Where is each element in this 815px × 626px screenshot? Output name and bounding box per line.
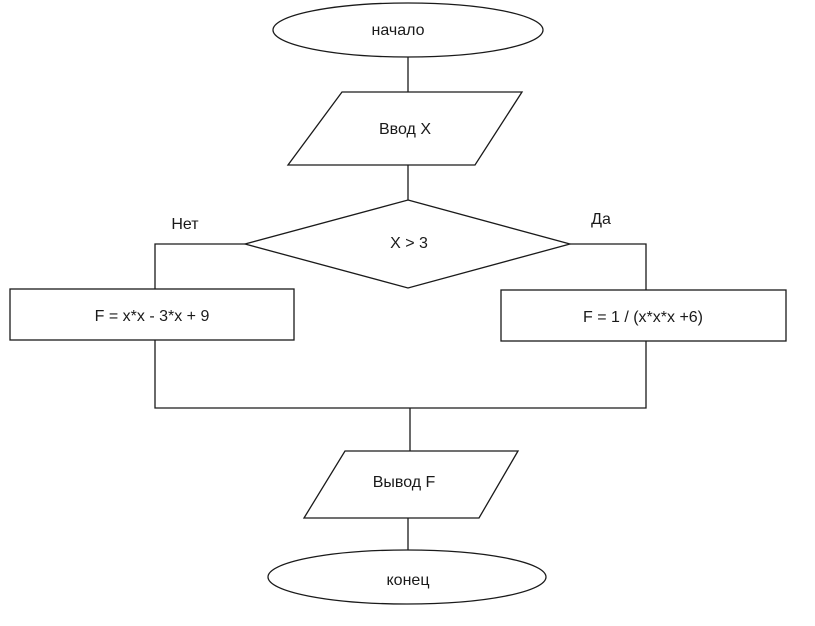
input-node: Ввод X [286,91,524,166]
decision-node: X > 3 Нет Да [171,199,611,289]
left-process-node: F = x*x - 3*x + 9 [9,288,295,341]
input-label: Ввод X [379,121,431,138]
connector-right-to-merge [410,341,647,409]
connector-left-to-merge [154,340,410,409]
right-process-node: F = 1 / (x*x*x +6) [500,289,787,342]
end-label: конец [387,572,430,589]
right-process-box-shape [500,289,787,342]
start-terminator-shape [272,2,544,58]
left-process-box-shape [9,288,295,341]
start-label: начало [371,22,424,39]
output-label: Вывод F [373,474,436,491]
start-node: начало [272,2,544,58]
end-terminator-shape [267,549,547,605]
connector-decision-yes-branch [570,243,647,290]
decision-yes-label: Да [591,211,611,228]
decision-no-label: Нет [171,216,199,233]
connector-decision-no-branch [154,243,245,289]
output-node: Вывод F [302,450,520,519]
left-process-label: F = x*x - 3*x + 9 [95,308,210,325]
decision-diamond-shape [242,199,573,289]
right-process-label: F = 1 / (x*x*x +6) [583,309,703,326]
decision-label: X > 3 [390,235,428,252]
connectors [154,57,647,550]
output-parallelogram-shape [302,450,520,519]
input-parallelogram-shape [286,91,524,166]
end-node: конец [267,549,547,605]
